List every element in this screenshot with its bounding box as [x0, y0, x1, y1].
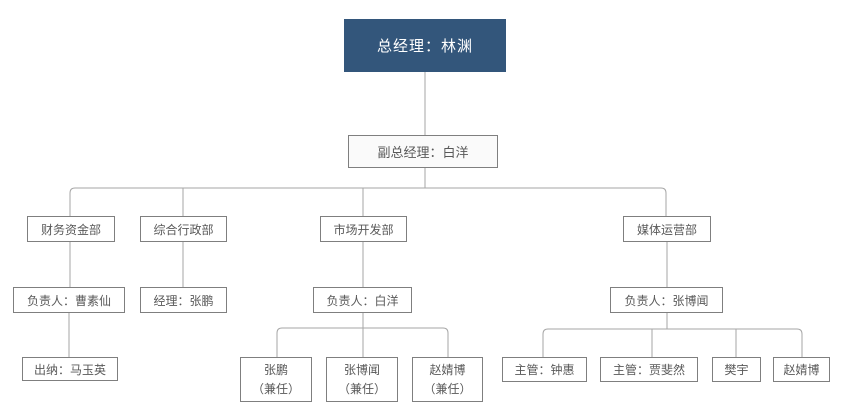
node-market-manager: 负责人：白洋 [313, 287, 412, 313]
node-dept-media: 媒体运营部 [623, 216, 711, 242]
staff-name: 赵婧博 [429, 362, 466, 377]
node-dept-market: 市场开发部 [320, 216, 407, 242]
staff-name: 张博闻 [343, 362, 380, 377]
node-finance-cashier: 出纳：马玉英 [22, 357, 118, 381]
node-dept-admin: 综合行政部 [140, 216, 227, 242]
staff-name: 张鹏 [263, 362, 288, 377]
node-media-staff-4: 赵婧博 [773, 357, 830, 382]
node-market-staff-3: 赵婧博 （兼任） [412, 357, 483, 402]
node-market-staff-1: 张鹏 （兼任） [240, 357, 312, 402]
node-admin-manager: 经理：张鹏 [140, 287, 227, 313]
node-deputy-general-manager: 副总经理：白洋 [348, 135, 498, 168]
staff-note: （兼任） [251, 381, 300, 396]
staff-note: （兼任） [423, 381, 472, 396]
node-market-staff-2: 张博闻 （兼任） [326, 357, 398, 402]
node-general-manager: 总经理：林渊 [344, 19, 506, 72]
node-finance-manager: 负责人：曹素仙 [13, 287, 125, 313]
staff-note: （兼任） [337, 381, 386, 396]
node-media-staff-3: 樊宇 [712, 357, 761, 382]
node-media-staff-2: 主管：贾斐然 [600, 357, 698, 382]
node-media-staff-1: 主管：钟惠 [502, 357, 587, 382]
node-media-manager: 负责人：张博闻 [610, 287, 723, 313]
node-dept-finance: 财务资金部 [27, 216, 115, 242]
